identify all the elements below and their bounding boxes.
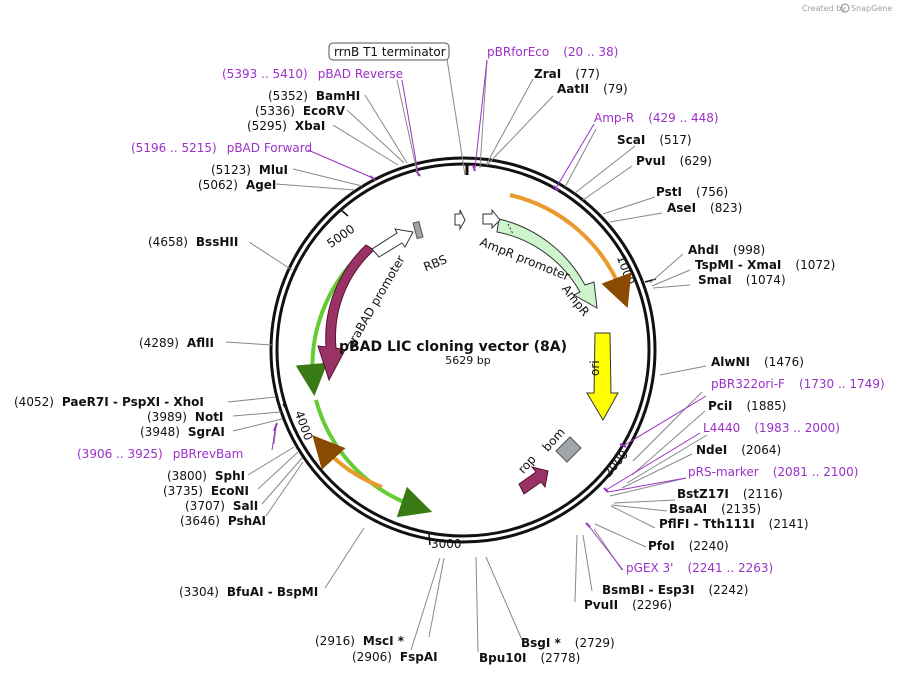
site-zrai: ZraI(77) bbox=[534, 67, 600, 81]
site-pcii: PciI(1885) bbox=[708, 399, 786, 413]
site-bpu10i: Bpu10I(2778) bbox=[479, 651, 580, 665]
ampr-orange-arc bbox=[509, 193, 632, 308]
site-noti: (3989)NotI bbox=[147, 410, 223, 424]
primer-pgex3: pGEX 3'(2241 .. 2263) bbox=[626, 561, 773, 575]
tick-label-4000: 4000 bbox=[292, 409, 316, 442]
primer-pbad-reverse: (5393 .. 5410)pBAD Reverse bbox=[222, 67, 403, 81]
site-pvuii: PvuII(2296) bbox=[584, 598, 672, 612]
site-bsshii: (4658)BssHII bbox=[148, 235, 238, 249]
site-ahdi: AhdI(998) bbox=[688, 243, 765, 257]
ori-arrow bbox=[586, 332, 619, 422]
site-bsaai: BsaAI(2135) bbox=[669, 502, 761, 516]
rop-arrow bbox=[518, 466, 549, 495]
site-psti: PstI(756) bbox=[656, 185, 728, 199]
lower-orange-arc bbox=[312, 435, 383, 489]
primer-leader-lines bbox=[271, 59, 707, 571]
lower-green-arc bbox=[314, 399, 433, 518]
credit-brand: SnapGene bbox=[851, 4, 892, 13]
site-bstz17i: BstZ17I(2116) bbox=[677, 487, 783, 501]
site-tspmi-xmai: TspMI - XmaI(1072) bbox=[695, 258, 835, 272]
site-sali: (3707)SalI bbox=[185, 499, 258, 513]
site-scai: ScaI(517) bbox=[617, 133, 692, 147]
ampr-dotted-mark bbox=[507, 223, 514, 235]
plasmid-name: pBAD LIC cloning vector (8A) bbox=[339, 339, 567, 355]
ampr-arrow bbox=[496, 218, 598, 309]
site-aatii: AatII(79) bbox=[557, 82, 628, 96]
site-sgrai: (3948)SgrAI bbox=[140, 425, 225, 439]
site-sphi: (3800)SphI bbox=[167, 469, 245, 483]
arac-arrow bbox=[317, 244, 375, 382]
primer-pbrrevbam: (3906 .. 3925)pBRrevBam bbox=[77, 447, 243, 461]
ori-label: ori bbox=[588, 360, 602, 376]
rrnb-label: rrnB T1 terminator bbox=[334, 45, 446, 59]
site-ndei: NdeI(2064) bbox=[696, 443, 781, 457]
arabad-promoter-arrow bbox=[371, 228, 414, 258]
site-bamhi: (5352)BamHI bbox=[268, 89, 360, 103]
bom-box bbox=[555, 436, 582, 463]
site-paer7i-pspxi-xhoi: (4052)PaeR7I - PspXI - XhoI bbox=[14, 395, 204, 409]
tick-label-3000: 3000 bbox=[431, 537, 462, 551]
primer-pbr322ori-f: pBR322ori-F(1730 .. 1749) bbox=[711, 377, 885, 391]
plasmid-length: 5629 bp bbox=[445, 354, 490, 367]
snapgene-logo-icon bbox=[840, 3, 850, 13]
primer-prs-marker: pRS-marker(2081 .. 2100) bbox=[688, 465, 858, 479]
site-bfuai-bspmi: (3304)BfuAI - BspMI bbox=[179, 585, 318, 599]
site-fspai: (2906)FspAI bbox=[352, 650, 438, 664]
primer-pbrforeco: pBRforEco(20 .. 38) bbox=[487, 45, 618, 59]
rbs-box bbox=[412, 220, 424, 240]
site-econi: (3735)EcoNI bbox=[163, 484, 249, 498]
site-mlui: (5123)MluI bbox=[211, 163, 288, 177]
site-bsgi: BsgI *(2729) bbox=[521, 636, 615, 650]
site-msci: (2916)MscI * bbox=[315, 634, 405, 648]
primer-l4440: L4440(1983 .. 2000) bbox=[703, 421, 840, 435]
primer-pbad-forward: (5196 .. 5215)pBAD Forward bbox=[131, 141, 312, 155]
site-xbai: (5295)XbaI bbox=[247, 119, 325, 133]
site-ecorv: (5336)EcoRV bbox=[255, 104, 346, 118]
site-smai: SmaI(1074) bbox=[698, 273, 786, 287]
site-pflfi-tth111i: PflFI - Tth111I(2141) bbox=[659, 517, 809, 531]
site-pfoi: PfoI(2240) bbox=[648, 539, 729, 553]
site-asei: AseI(823) bbox=[667, 201, 742, 215]
rrnb-label-box bbox=[328, 42, 450, 61]
site-pshai: (3646)PshAI bbox=[180, 514, 266, 528]
site-bsmbi-esp3i: BsmBI - Esp3I(2242) bbox=[602, 583, 748, 597]
site-alwni: AlwNI(1476) bbox=[711, 355, 804, 369]
site-agei: (5062)AgeI bbox=[198, 178, 276, 192]
terminator-arrow bbox=[454, 209, 466, 231]
site-aflii: (4289)AflII bbox=[139, 336, 214, 350]
backbone-outer bbox=[269, 156, 657, 544]
primer-amp-r: Amp-R(429 .. 448) bbox=[594, 111, 719, 125]
rbs-label: RBS bbox=[421, 252, 448, 274]
tick-label-5000: 5000 bbox=[324, 222, 357, 251]
ampr-promoter-arrow bbox=[482, 208, 501, 230]
credit-text: Created by bbox=[802, 4, 846, 13]
site-pvui: PvuI(629) bbox=[636, 154, 712, 168]
